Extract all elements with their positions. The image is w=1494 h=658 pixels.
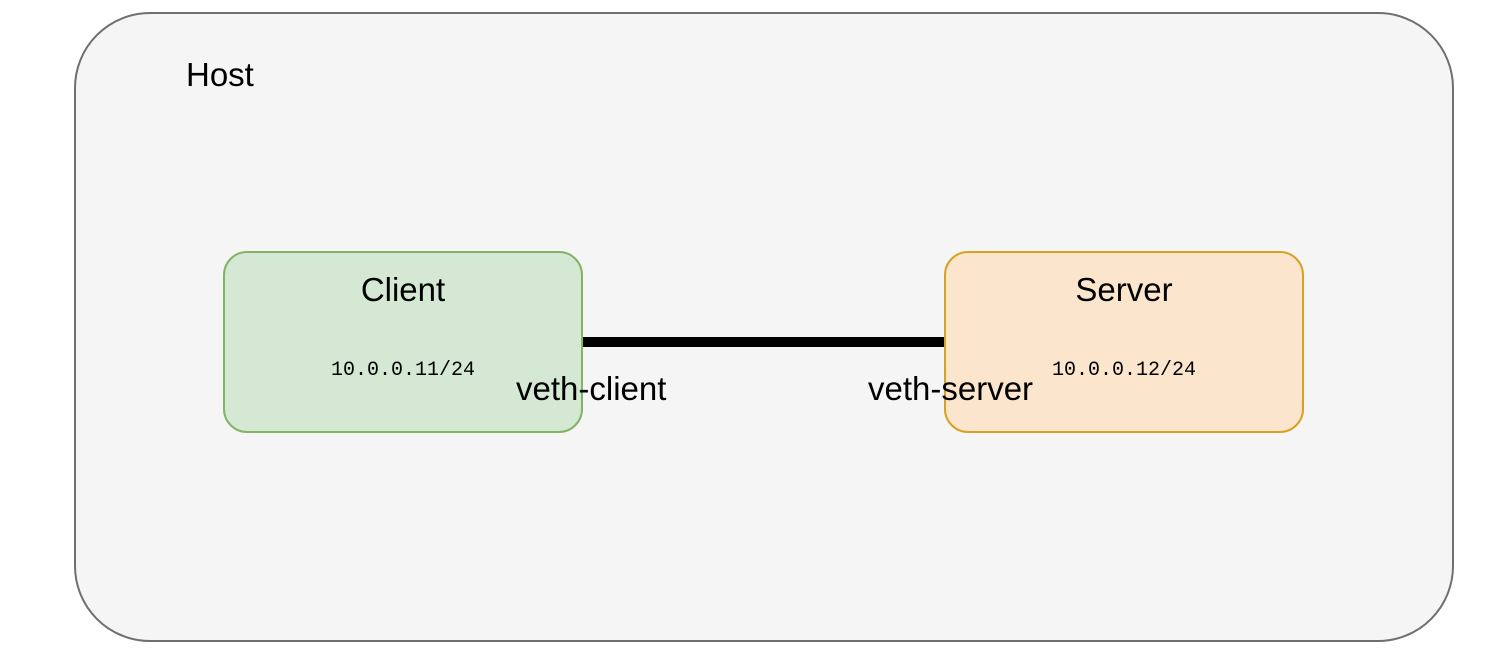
- server-interface-label: veth-server: [868, 370, 1034, 407]
- host-label: Host: [186, 56, 254, 93]
- client-interface-label: veth-client: [516, 370, 667, 407]
- server-ip: 10.0.0.12/24: [1051, 359, 1197, 382]
- client-ip: 10.0.0.11/24: [330, 359, 476, 382]
- veth-link: [583, 337, 944, 347]
- server-title: Server: [1075, 271, 1173, 308]
- client-title: Client: [360, 271, 446, 308]
- server-node: Server 10.0.0.12/24: [944, 251, 1304, 433]
- client-node: Client 10.0.0.11/24: [223, 251, 583, 433]
